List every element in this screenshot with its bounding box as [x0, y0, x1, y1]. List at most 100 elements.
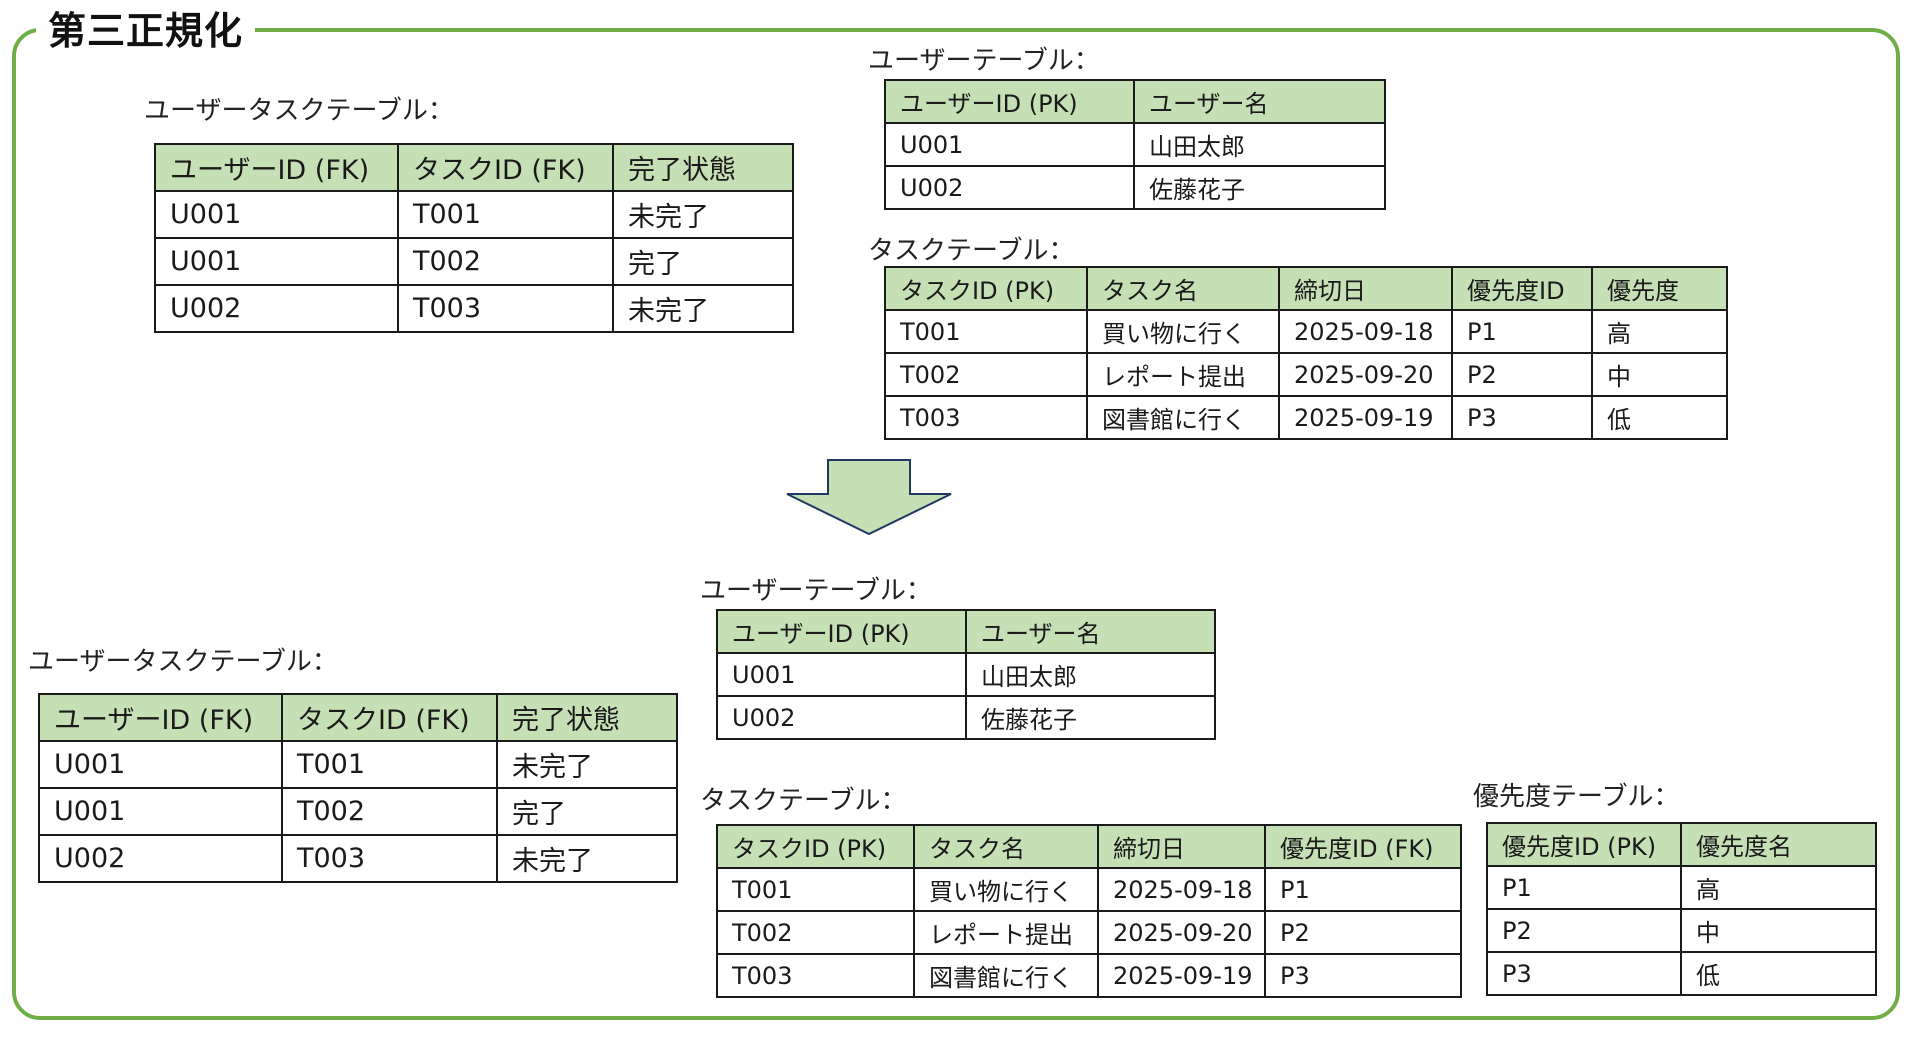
- column-header: 優先度: [1591, 266, 1728, 311]
- table-cell: P2: [1264, 910, 1462, 955]
- column-header: ユーザー名: [965, 609, 1216, 654]
- table-cell: 中: [1591, 352, 1728, 397]
- column-header: ユーザーID (PK): [884, 79, 1135, 124]
- table-cell: P3: [1486, 951, 1682, 996]
- table-cell: 2025-09-18: [1097, 867, 1266, 912]
- table-cell: 買い物に行く: [913, 867, 1099, 912]
- table-cell: 佐藤花子: [1133, 165, 1386, 210]
- table-cell: T003: [716, 953, 915, 998]
- table-cell: 山田太郎: [1133, 122, 1386, 167]
- column-header: 締切日: [1278, 266, 1453, 311]
- down-arrow-icon: [786, 459, 952, 536]
- table-cell: U001: [884, 122, 1135, 167]
- diagram-frame: [12, 28, 1900, 1020]
- table-cell: T003: [281, 834, 498, 883]
- table-cell: P2: [1451, 352, 1593, 397]
- table-cell: 高: [1591, 309, 1728, 354]
- column-header: タスクID (PK): [716, 824, 915, 869]
- table-cell: U001: [38, 740, 283, 789]
- column-header: タスク名: [1086, 266, 1280, 311]
- table-cell: U001: [716, 652, 967, 697]
- table-cell: T001: [884, 309, 1088, 354]
- table-cell: P3: [1264, 953, 1462, 998]
- column-header: 優先度ID (FK): [1264, 824, 1462, 869]
- table-cell: T001: [397, 190, 614, 239]
- table-cell: U001: [154, 190, 399, 239]
- column-header: 完了状態: [496, 693, 678, 742]
- table-cell: P3: [1451, 395, 1593, 440]
- table-header-row: ユーザーID (FK)タスクID (FK)完了状態: [154, 143, 794, 192]
- table-cell: 2025-09-20: [1097, 910, 1266, 955]
- table-cell: T002: [281, 787, 498, 836]
- table-cell: U002: [38, 834, 283, 883]
- column-header: ユーザーID (FK): [38, 693, 283, 742]
- table-cell: 未完了: [612, 284, 794, 333]
- table-cell: 未完了: [496, 740, 678, 789]
- table-cell: T002: [716, 910, 915, 955]
- table-header-row: タスクID (PK)タスク名締切日優先度ID (FK): [716, 824, 1462, 869]
- before-user-table-caption: ユーザーテーブル：: [868, 46, 1100, 76]
- after-user-table-caption: ユーザーテーブル：: [700, 576, 932, 606]
- table-cell: P2: [1486, 908, 1682, 953]
- table-cell: U002: [154, 284, 399, 333]
- table-cell: U002: [716, 695, 967, 740]
- column-header: ユーザーID (FK): [154, 143, 399, 192]
- table-cell: 完了: [612, 237, 794, 286]
- column-header: 締切日: [1097, 824, 1266, 869]
- column-header: ユーザー名: [1133, 79, 1386, 124]
- before-user-task-table-caption: ユーザータスクテーブル：: [144, 96, 454, 126]
- column-header: タスクID (FK): [397, 143, 614, 192]
- table-cell: T003: [884, 395, 1088, 440]
- table-cell: 買い物に行く: [1086, 309, 1280, 354]
- table-cell: レポート提出: [1086, 352, 1280, 397]
- column-header: タスクID (PK): [884, 266, 1088, 311]
- table-cell: T001: [716, 867, 915, 912]
- table-header-row: ユーザーID (FK)タスクID (FK)完了状態: [38, 693, 678, 742]
- table-cell: T001: [281, 740, 498, 789]
- table-cell: P1: [1451, 309, 1593, 354]
- table-cell: U002: [884, 165, 1135, 210]
- table-cell: 図書館に行く: [1086, 395, 1280, 440]
- column-header: タスクID (FK): [281, 693, 498, 742]
- column-header: 優先度名: [1680, 822, 1877, 867]
- table-header-row: ユーザーID (PK)ユーザー名: [716, 609, 1216, 654]
- table-cell: 未完了: [612, 190, 794, 239]
- table-cell: 2025-09-20: [1278, 352, 1453, 397]
- column-header: 優先度ID: [1451, 266, 1593, 311]
- table-cell: 佐藤花子: [965, 695, 1216, 740]
- table-cell: 中: [1680, 908, 1877, 953]
- table-cell: T003: [397, 284, 614, 333]
- after-task-table-caption: タスクテーブル：: [700, 786, 907, 816]
- table-cell: T002: [397, 237, 614, 286]
- table-cell: 未完了: [496, 834, 678, 883]
- column-header: タスク名: [913, 824, 1099, 869]
- table-cell: レポート提出: [913, 910, 1099, 955]
- table-cell: 山田太郎: [965, 652, 1216, 697]
- table-cell: T002: [884, 352, 1088, 397]
- table-cell: U001: [154, 237, 399, 286]
- table-cell: 低: [1680, 951, 1877, 996]
